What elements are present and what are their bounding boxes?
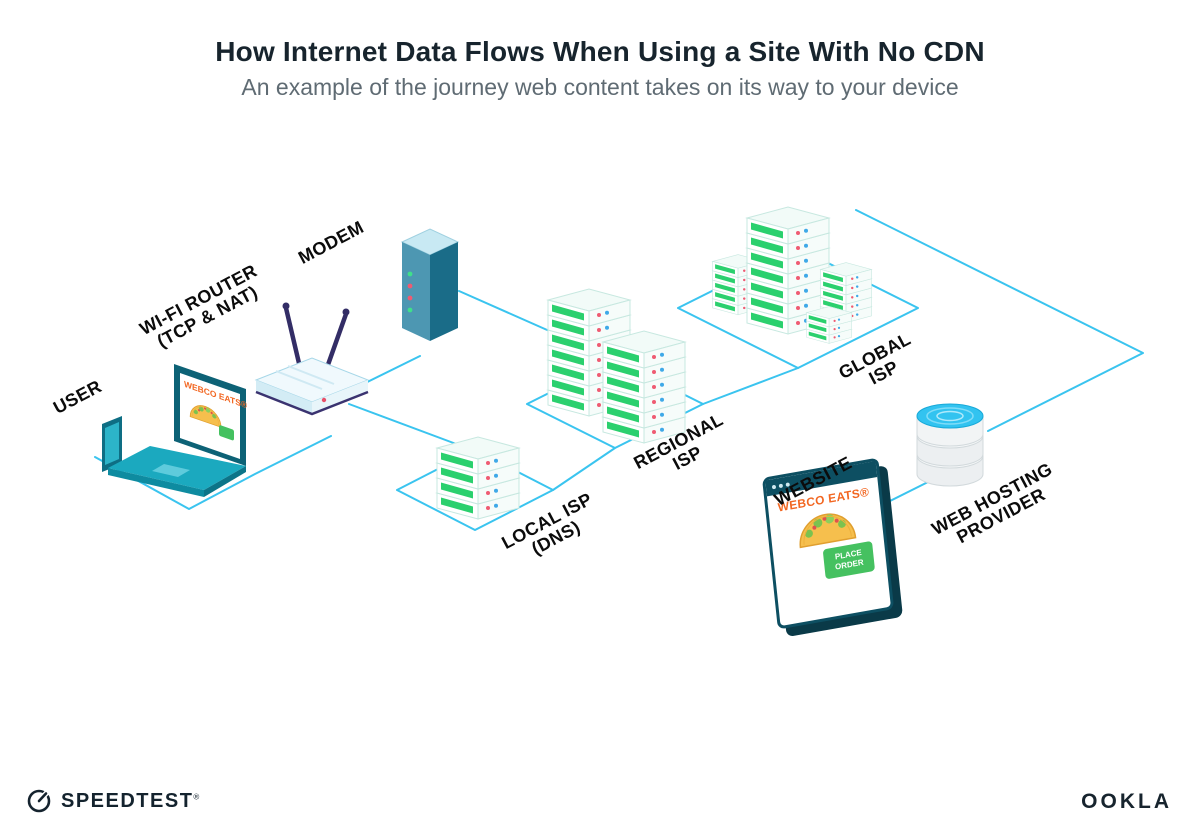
ookla-logo: OOKLA [1081,790,1172,813]
wire-localisp-regional [552,447,616,491]
wire-global-hosting-loop [855,209,1144,432]
modem-icon [400,228,460,341]
speedtest-wordmark: SPEEDTEST® [61,790,201,813]
page-title: How Internet Data Flows When Using a Sit… [215,36,985,67]
local-isp-servers-icon [436,436,520,520]
web-hosting-icon [916,403,984,487]
speedtest-reg-mark: ® [193,791,201,801]
speedtest-gauge-icon [27,789,51,813]
global-isp-servers-small-lower-icon [806,306,852,344]
speedtest-logo: SPEEDTEST® [26,788,201,814]
wifi-router-icon [254,302,370,416]
regional-isp-servers-right-icon [602,330,686,444]
wire-user-platform [94,435,332,510]
speedtest-text: SPEEDTEST [61,789,194,812]
wire-regional-global [702,367,799,405]
laptop-order-button-shape [219,425,234,441]
page-subtitle: An example of the journey web content ta… [241,74,959,100]
place-order-button: PLACE ORDER [822,540,876,580]
user-laptop-icon: WEBCO EATS® [102,364,248,497]
